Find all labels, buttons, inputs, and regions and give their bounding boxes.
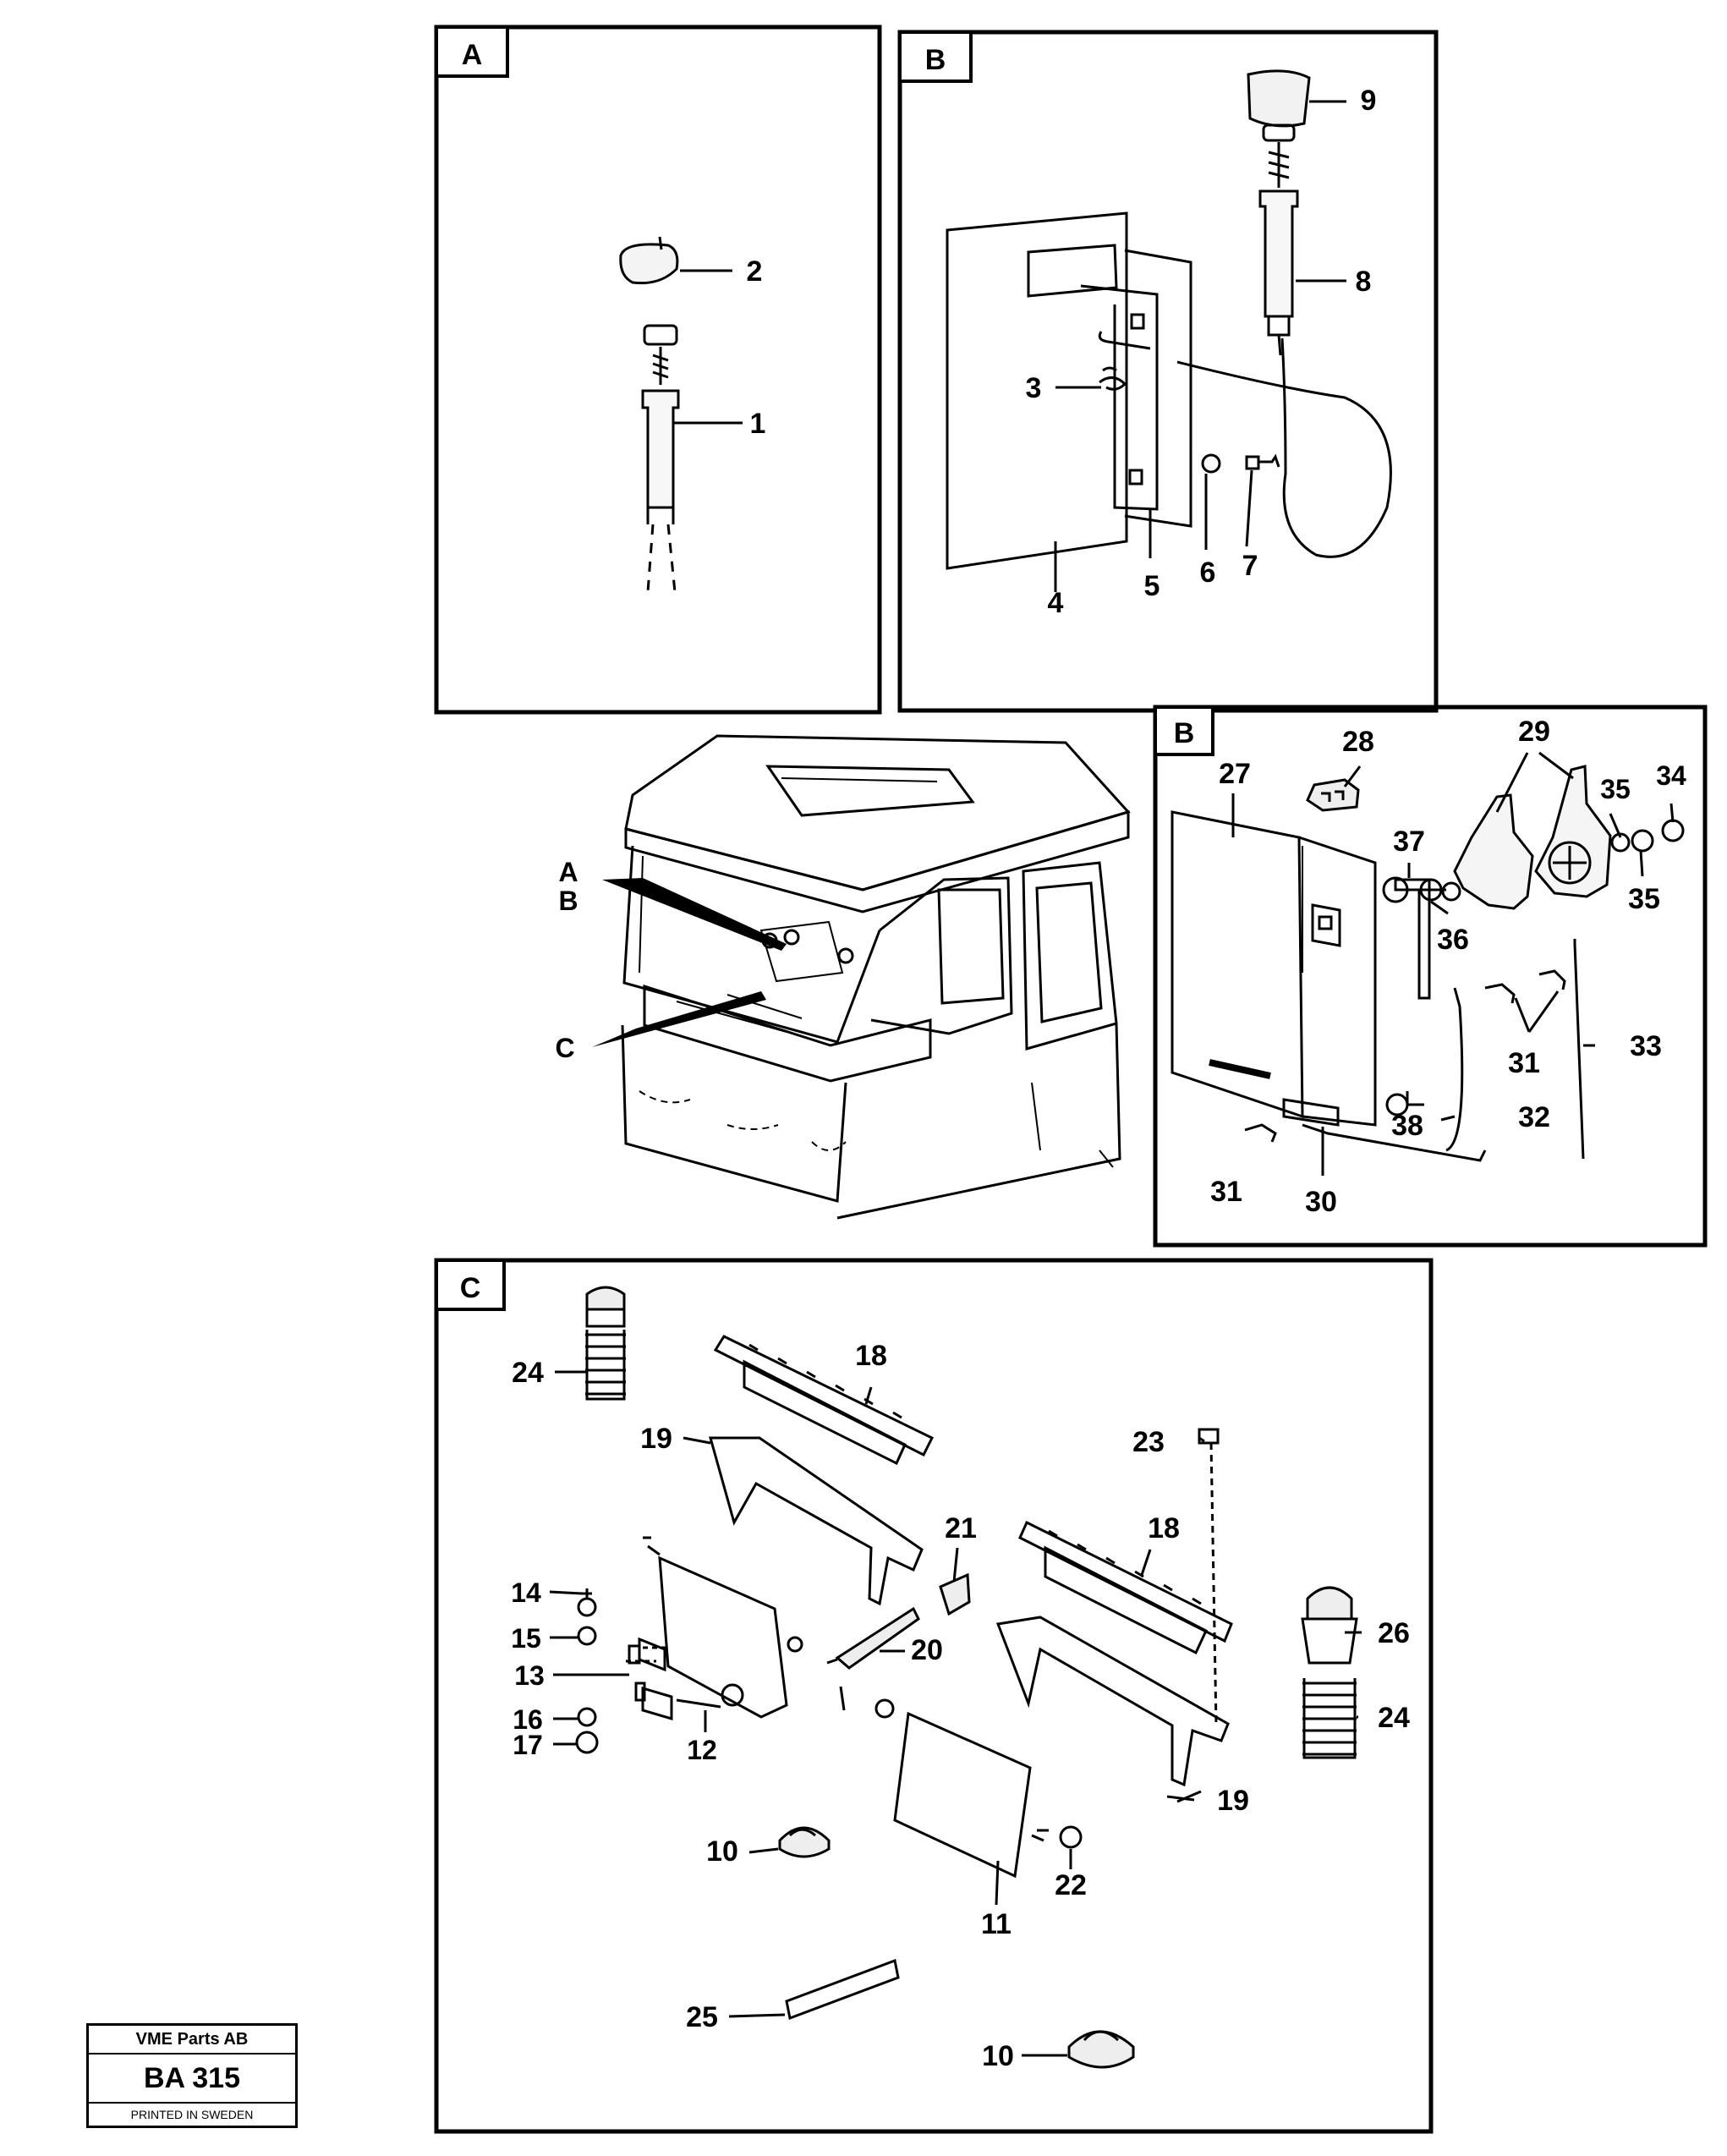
callout-20: 20	[911, 1634, 943, 1666]
callout-7: 7	[1242, 550, 1258, 582]
callout-37: 37	[1393, 826, 1425, 858]
panel-a-callouts	[673, 269, 743, 425]
panel-b-top-tag-box	[898, 30, 973, 83]
callout-27: 27	[1219, 758, 1251, 790]
panel-b-bottom-callouts	[1231, 751, 1675, 1176]
callout-29: 29	[1518, 716, 1550, 748]
panel-b-top-tag: B	[925, 44, 946, 76]
panel-b-bottom-tag: B	[1174, 717, 1195, 749]
callout-33: 33	[1630, 1030, 1662, 1062]
overview-label-a: A	[558, 857, 578, 887]
panel-b-top-callouts	[1054, 100, 1346, 592]
callout-31-right: 31	[1508, 1047, 1540, 1079]
callout-17: 17	[513, 1730, 543, 1760]
callout-25: 26	[1378, 1617, 1410, 1649]
panel-b-top: B	[897, 30, 1439, 713]
panel-a: A 2 1	[434, 25, 882, 715]
callout-14: 14	[511, 1577, 541, 1608]
panel-a-tag-box	[435, 25, 509, 78]
callout-9: 9	[1361, 85, 1377, 117]
callout-24-left: 24	[512, 1357, 544, 1389]
callout-30: 30	[1305, 1186, 1337, 1218]
callout-18-upper: 18	[855, 1340, 887, 1372]
callout-21: 21	[945, 1512, 977, 1544]
callout-38: 38	[1391, 1110, 1423, 1142]
callout-1: 1	[750, 408, 766, 440]
callout-35-lower: 36	[1437, 924, 1469, 956]
callout-23: 23	[1132, 1426, 1165, 1458]
callout-2: 2	[747, 255, 763, 288]
callout-15: 15	[511, 1623, 541, 1654]
overview-label-b: B	[558, 886, 578, 916]
callout-8: 8	[1356, 266, 1372, 298]
callout-3: 3	[1026, 372, 1042, 404]
panel-c-callouts	[549, 1370, 1362, 2057]
callout-19-lower: 19	[1217, 1785, 1249, 1817]
callout-6: 6	[1200, 557, 1216, 589]
mounting-plate-assembly	[1171, 765, 1685, 1162]
panel-b-bottom: B	[1153, 705, 1708, 1248]
callout-5: 5	[1144, 570, 1160, 602]
panel-b-bottom-tag-box	[1154, 705, 1214, 756]
callout-4: 4	[1048, 587, 1064, 619]
panel-c-tag: C	[460, 1272, 481, 1304]
callout-16: 16	[513, 1704, 543, 1735]
vent-assembly-parts	[575, 1286, 1358, 2069]
callout-11: 11	[981, 1908, 1012, 1940]
stamp-code: BA 315	[89, 2055, 295, 2104]
callout-26: 25	[686, 2001, 718, 2033]
dashboard-panel-and-cable	[946, 211, 1392, 570]
callout-13: 13	[514, 1660, 545, 1691]
callout-24-right: 24	[1378, 1702, 1410, 1734]
callout-35-upper: 35	[1600, 774, 1631, 804]
callout-18-lower: 18	[1148, 1512, 1180, 1544]
callout-19-upper: 19	[640, 1423, 672, 1455]
overview-pointers	[592, 878, 787, 1047]
panel-c-tag-box	[435, 1259, 506, 1311]
cable-knob-assembly	[1247, 69, 1311, 356]
stamp-company: VME Parts AB	[89, 2026, 295, 2055]
callout-36: 35	[1628, 883, 1660, 915]
panel-c: C	[434, 1258, 1434, 2134]
callout-22: 22	[1055, 1869, 1087, 1901]
callout-31-left: 31	[1210, 1176, 1242, 1208]
stamp-printed: PRINTED IN SWEDEN	[130, 2108, 254, 2121]
callout-32: 32	[1518, 1101, 1550, 1133]
cab-overview	[621, 734, 1131, 1220]
panel-a-tag: A	[462, 39, 483, 71]
callout-28: 28	[1342, 726, 1374, 758]
overview-label-c: C	[555, 1033, 574, 1063]
callout-12: 12	[687, 1735, 717, 1765]
callout-34: 34	[1656, 760, 1686, 791]
choke-control-assembly	[619, 236, 680, 593]
callout-10-lower: 10	[982, 2040, 1014, 2072]
parts-stamp: VME Parts AB BA 315 PRINTED IN SWEDEN	[86, 2023, 298, 2128]
callout-10-upper: 10	[706, 1835, 738, 1868]
